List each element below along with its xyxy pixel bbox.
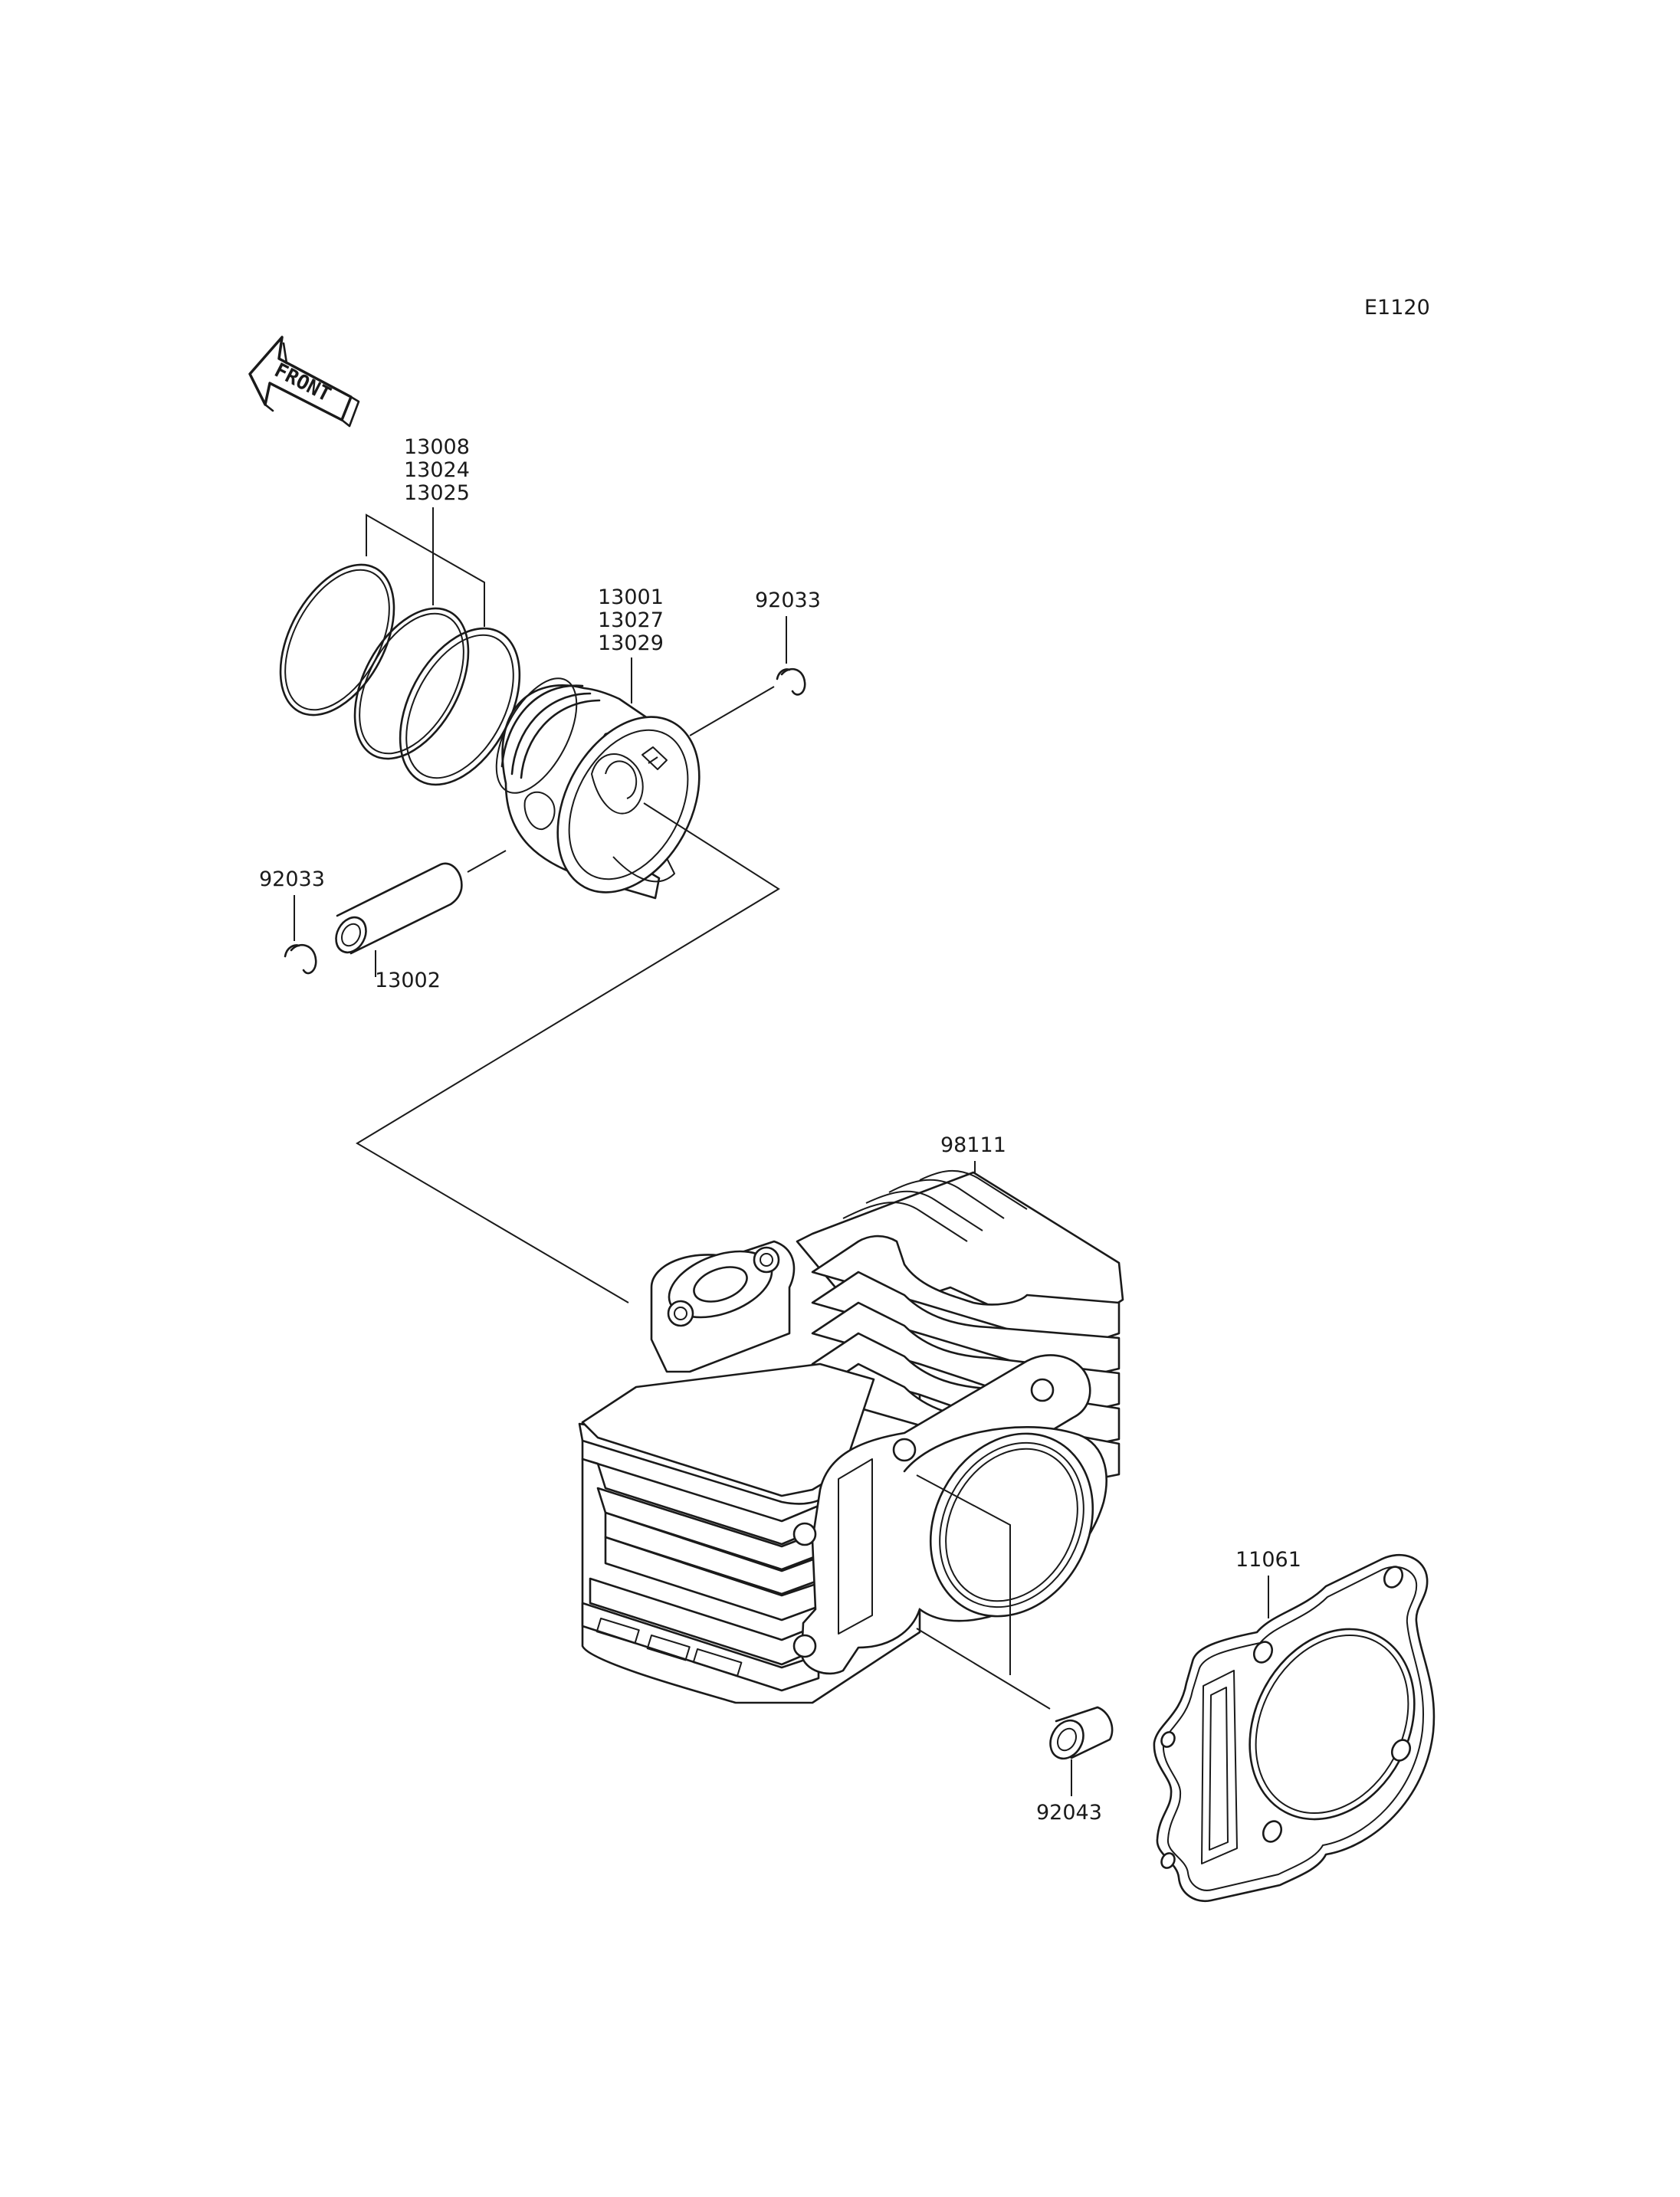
label-13029: 13029 xyxy=(598,631,664,655)
piston-rings xyxy=(279,563,521,786)
label-13027: 13027 xyxy=(598,608,664,632)
diagram-code: E1120 xyxy=(1364,296,1430,320)
piston xyxy=(495,677,701,900)
label-13008: 13008 xyxy=(404,435,470,459)
rings-callout: 13008 13024 13025 xyxy=(366,435,485,627)
label-11061: 11061 xyxy=(1235,1548,1301,1572)
label-13002: 13002 xyxy=(375,969,441,992)
label-13001: 13001 xyxy=(598,585,664,609)
label-92033-right: 92033 xyxy=(755,589,821,612)
front-arrow-icon: FRONT xyxy=(248,336,360,428)
label-13025: 13025 xyxy=(404,481,470,505)
assembly-guide-line xyxy=(356,802,780,1303)
label-13024: 13024 xyxy=(404,458,470,482)
piston-callout: 13001 13027 13029 xyxy=(598,585,664,703)
piston-pin: 13002 xyxy=(335,850,507,992)
dowel-pin: 92043 xyxy=(1036,1706,1114,1825)
label-92043: 92043 xyxy=(1036,1801,1102,1825)
circlip-left: 92033 xyxy=(259,867,325,975)
label-98111: 98111 xyxy=(940,1133,1006,1157)
cylinder-gasket: 11061 xyxy=(1153,1548,1436,1903)
circlip-right: 92033 xyxy=(689,589,821,736)
label-92033-left: 92033 xyxy=(259,867,325,891)
cylinder-block xyxy=(578,1169,1124,1730)
